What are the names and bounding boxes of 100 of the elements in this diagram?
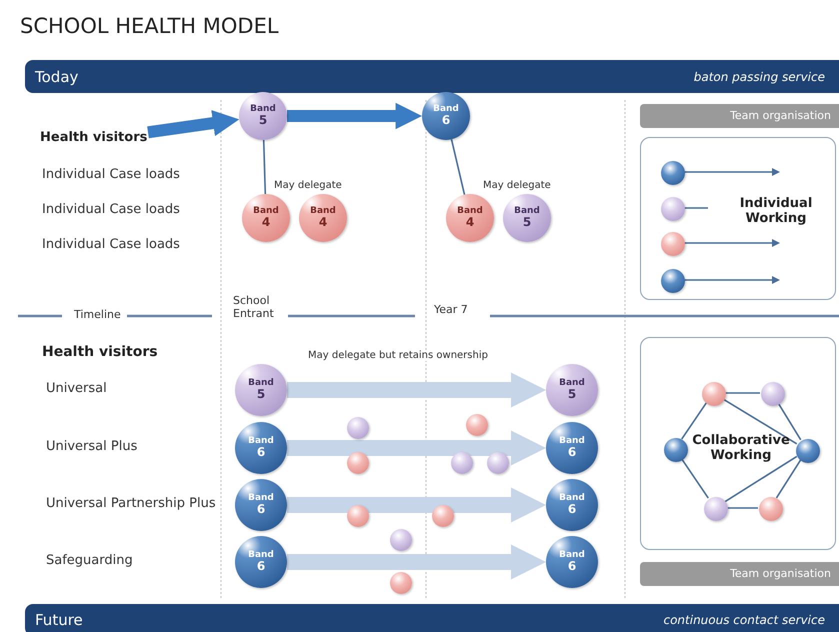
band-number: 4 (466, 216, 474, 230)
member-circle (661, 197, 685, 221)
band-circle (546, 536, 598, 588)
member-circle (761, 382, 785, 406)
diagram-title: SCHOOL HEALTH MODEL (20, 14, 279, 38)
block-arrow (287, 372, 546, 408)
band-number: 6 (442, 114, 450, 128)
member-circle (759, 497, 783, 521)
team-organisation-bar: Team organisation (640, 104, 839, 128)
band-label: Band (559, 378, 585, 388)
band-number: 6 (568, 503, 576, 516)
band-circle (503, 194, 551, 242)
section-title: Future (35, 611, 83, 629)
connector-line (722, 398, 798, 444)
band-number: 4 (262, 216, 270, 230)
member-circle (661, 269, 685, 293)
connector-line (725, 392, 760, 394)
band-label: Band (457, 206, 483, 216)
edge-label: May delegate (481, 180, 553, 191)
working-panel (640, 337, 836, 550)
section-bar (25, 604, 839, 632)
panel-title: Individual Working (738, 196, 814, 226)
arrow (684, 239, 780, 247)
section-bar (25, 60, 839, 93)
edge-label: May delegate (272, 180, 344, 191)
row-heading: Health visitors (40, 130, 148, 150)
band-number: 4 (318, 216, 328, 230)
block-arrow (287, 544, 546, 580)
connector-line (778, 402, 802, 440)
band-circle (235, 364, 287, 416)
member-circle (466, 414, 488, 436)
connector-line (450, 139, 466, 195)
band-label: Band (253, 206, 279, 216)
connector-line (727, 507, 758, 509)
timeline-label: Timeline (72, 308, 123, 321)
band-number: 6 (568, 560, 576, 574)
member-circle (390, 572, 412, 594)
band-circle (446, 194, 494, 242)
member-circle (702, 382, 726, 406)
band-circle (546, 422, 598, 474)
panel-title: Collaborative Working (691, 433, 791, 463)
member-circle (796, 439, 820, 463)
band-label: Band (248, 436, 274, 446)
band-label: Band (559, 550, 585, 560)
band-number: 6 (568, 446, 576, 460)
member-circle (451, 452, 473, 474)
row-label: Universal Partnership Plus (44, 496, 218, 511)
band-label: Band (250, 104, 276, 114)
band-circle (546, 479, 598, 531)
member-circle (347, 417, 369, 439)
member-circle (390, 529, 412, 551)
member-circle (487, 452, 509, 474)
band-label: Band (248, 378, 274, 388)
member-circle (664, 438, 688, 462)
connector-line (684, 207, 708, 209)
arrow (684, 168, 780, 176)
block-arrow (287, 102, 422, 130)
band-label: Band (248, 550, 274, 560)
band-circle (546, 364, 598, 416)
arrow (684, 276, 780, 284)
connector-line (262, 140, 266, 194)
band-number: 6 (256, 503, 266, 516)
section-title: Today (35, 68, 78, 86)
team-organisation-bar: Team organisation (640, 562, 839, 586)
section-subtitle: baton passing service (694, 70, 825, 84)
row-label: Safeguarding (44, 553, 135, 568)
working-panel (640, 137, 836, 300)
band-label: Band (559, 494, 585, 504)
band-number: 5 (256, 388, 266, 402)
band-label: Band (559, 436, 585, 446)
band-circle (239, 92, 287, 140)
member-circle (704, 497, 728, 521)
member-circle (661, 161, 685, 185)
timeline-label: Year 7 (432, 303, 470, 316)
band-circle (299, 194, 347, 242)
section-subtitle: continuous contact service (663, 613, 825, 627)
connector-line (681, 402, 707, 440)
band-label: Band (433, 104, 459, 114)
band-number: 5 (568, 388, 576, 402)
block-arrow (147, 110, 240, 138)
band-label: Band (514, 206, 540, 216)
block-arrow (287, 487, 546, 523)
member-circle (347, 452, 369, 474)
band-circle (242, 194, 290, 242)
band-number: 6 (256, 560, 266, 574)
band-number: 6 (256, 446, 266, 460)
band-number: 5 (258, 114, 268, 128)
connector-line (776, 460, 802, 498)
band-circle (235, 479, 287, 531)
band-number: 5 (522, 216, 532, 230)
band-label: Band (248, 494, 274, 504)
band-circle (235, 422, 287, 474)
edge-note: May delegate but retains ownership (306, 350, 490, 361)
member-circle (661, 232, 685, 256)
band-label: Band (310, 206, 336, 216)
band-circle (235, 536, 287, 588)
connector-line (724, 456, 798, 502)
band-circle (422, 92, 470, 140)
connector-line (681, 458, 709, 499)
block-arrow (287, 430, 546, 466)
